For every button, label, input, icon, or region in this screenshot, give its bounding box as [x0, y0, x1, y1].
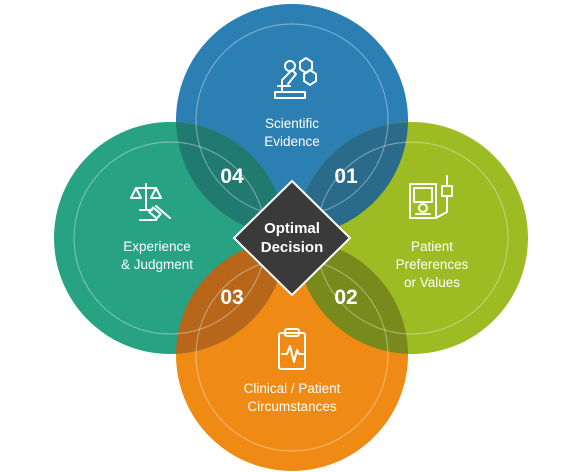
- label-clinical-circumstances: Clinical / Patient Circumstances: [212, 380, 372, 416]
- patient-monitor-icon: [409, 175, 453, 219]
- label-line: & Judgment: [120, 257, 194, 272]
- microscope-icon: [274, 57, 317, 99]
- center-diamond: [232, 179, 352, 297]
- number-04: 04: [220, 165, 244, 188]
- number-01: 01: [334, 165, 358, 188]
- overlap-04: [176, 122, 286, 236]
- clipboard-heartbeat-icon: [278, 328, 306, 370]
- label-line: Scientific: [264, 116, 320, 131]
- label-line: or Values: [403, 275, 461, 290]
- center-label: Optimal Decision: [242, 219, 342, 257]
- label-experience-judgment: Experience & Judgment: [92, 238, 222, 274]
- label-line: Patient: [410, 239, 454, 254]
- center-line: Decision: [260, 239, 324, 256]
- overlap-01: [296, 122, 408, 236]
- center-line: Optimal: [264, 220, 320, 237]
- label-scientific-evidence: Scientific Evidence: [232, 115, 352, 151]
- overlap-03: [176, 239, 286, 354]
- label-line: Clinical / Patient: [243, 381, 341, 396]
- scales-gavel-icon: [130, 183, 171, 221]
- number-02: 02: [334, 286, 358, 309]
- label-line: Circumstances: [247, 399, 337, 414]
- label-line: Evidence: [264, 134, 320, 149]
- overlap-02: [296, 239, 408, 354]
- number-03: 03: [220, 286, 244, 309]
- label-patient-preferences: Patient Preferences or Values: [372, 238, 492, 292]
- label-line: Experience: [123, 239, 191, 254]
- label-line: Preferences: [395, 257, 469, 272]
